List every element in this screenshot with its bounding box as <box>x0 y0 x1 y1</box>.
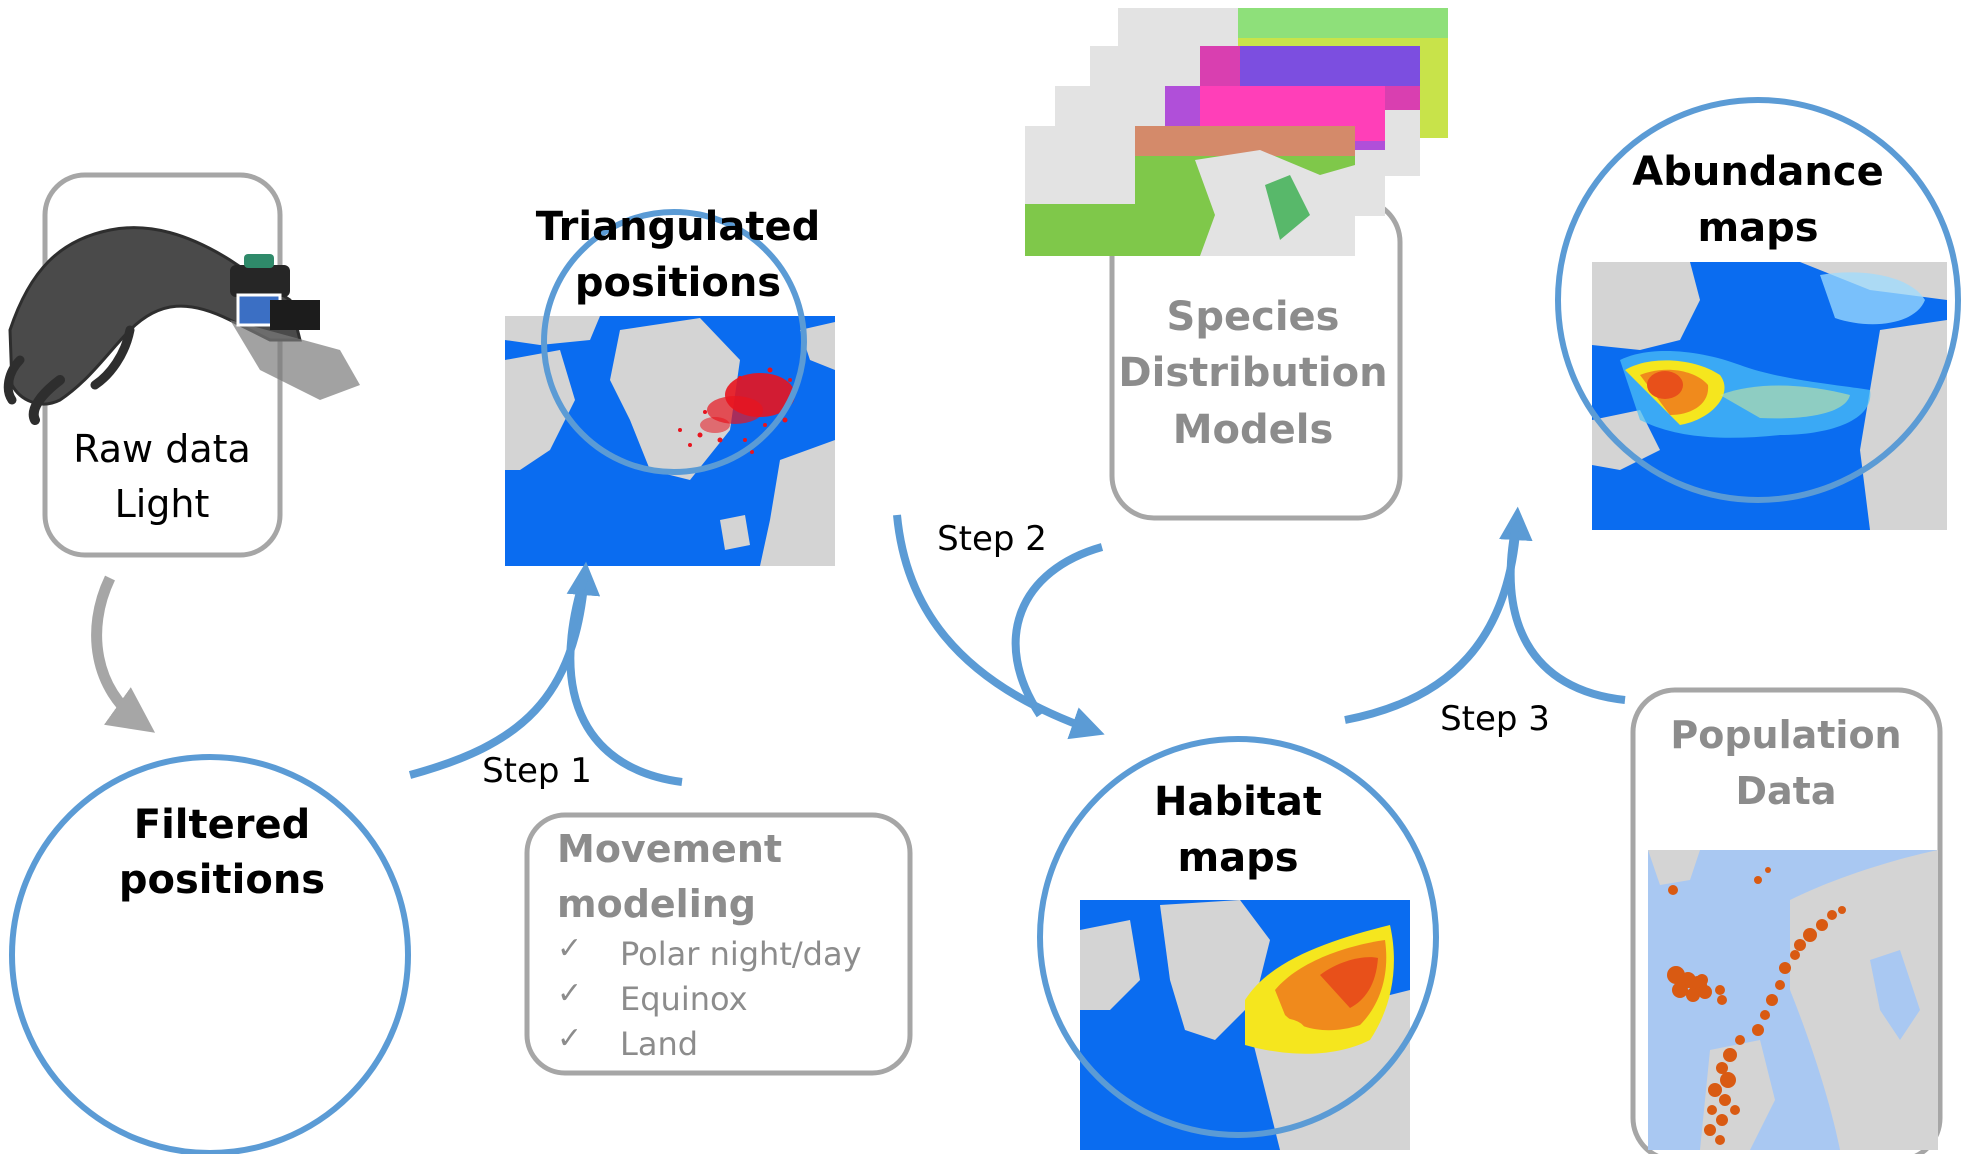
triangulated-map-thumbnail <box>505 316 835 566</box>
habitat-label-line1: Habitat <box>1154 779 1322 825</box>
abundance-label-line1: Abundance <box>1632 149 1883 195</box>
step3-label: Step 3 <box>1440 699 1550 739</box>
movement-label-line1: Movement <box>557 827 782 871</box>
arrow-step1-main <box>408 561 601 779</box>
arrow-step2-main <box>893 514 1105 740</box>
habitat-label-line2: maps <box>1177 835 1298 881</box>
filtered-positions-circle <box>9 754 411 1154</box>
check-icon: ✓ <box>557 1021 582 1056</box>
sdm-label-line3: Models <box>1173 407 1334 453</box>
arrow-step2-sdm <box>1011 543 1104 718</box>
filtered-label-line1: Filtered <box>134 802 310 848</box>
movement-item: Land <box>620 1025 698 1063</box>
triangulated-node: Triangulated positions <box>505 204 835 566</box>
habitat-map-thumbnail <box>1080 900 1410 1150</box>
movement-modeling-box <box>524 812 913 1076</box>
check-icon: ✓ <box>557 976 582 1011</box>
movement-label-line2: modeling <box>557 882 756 926</box>
population-map-thumbnail <box>1648 850 1938 1150</box>
sdm-map-stack <box>1025 8 1448 256</box>
habitat-maps-node: Habitat maps <box>1037 736 1439 1150</box>
population-data-node: Population Data <box>1630 687 1943 1154</box>
arrow-step1-movement <box>566 573 683 786</box>
sdm-label-line1: Species <box>1167 294 1340 340</box>
abundance-maps-node: Abundance maps <box>1555 97 1961 530</box>
habitat-maps-circle <box>1037 736 1439 1138</box>
sdm-node: Species Distribution Models <box>1025 8 1448 521</box>
movement-item: Equinox <box>620 980 748 1018</box>
movement-modeling-node: Movement modeling ✓ Polar night/day ✓ Eq… <box>524 812 913 1076</box>
step1-label: Step 1 <box>482 751 592 791</box>
population-label-line1: Population <box>1670 713 1901 757</box>
check-icon: ✓ <box>557 931 582 966</box>
step2-label: Step 2 <box>937 519 1047 559</box>
raw-data-node: Raw data Light <box>3 172 360 558</box>
filtered-positions-node: Filtered positions <box>9 754 411 1154</box>
triangulated-label-line2: positions <box>575 260 781 306</box>
movement-item: Polar night/day <box>620 935 862 973</box>
sdm-label-line2: Distribution <box>1118 350 1387 396</box>
arrow-step3-population <box>1506 519 1626 704</box>
abundance-map-thumbnail <box>1592 262 1947 530</box>
arrow-step3-main <box>1344 506 1533 724</box>
population-label-line2: Data <box>1736 769 1837 813</box>
bird-leg-icon <box>3 226 360 425</box>
triangulated-circle <box>541 209 807 475</box>
abundance-label-line2: maps <box>1697 205 1818 251</box>
abundance-maps-circle <box>1555 97 1961 503</box>
raw-data-label-line2: Light <box>115 482 210 526</box>
filtered-label-line2: positions <box>119 857 325 903</box>
arrow-raw-to-filtered <box>91 575 156 733</box>
triangulated-label-line1: Triangulated <box>536 204 821 250</box>
raw-data-label-line1: Raw data <box>73 427 251 471</box>
